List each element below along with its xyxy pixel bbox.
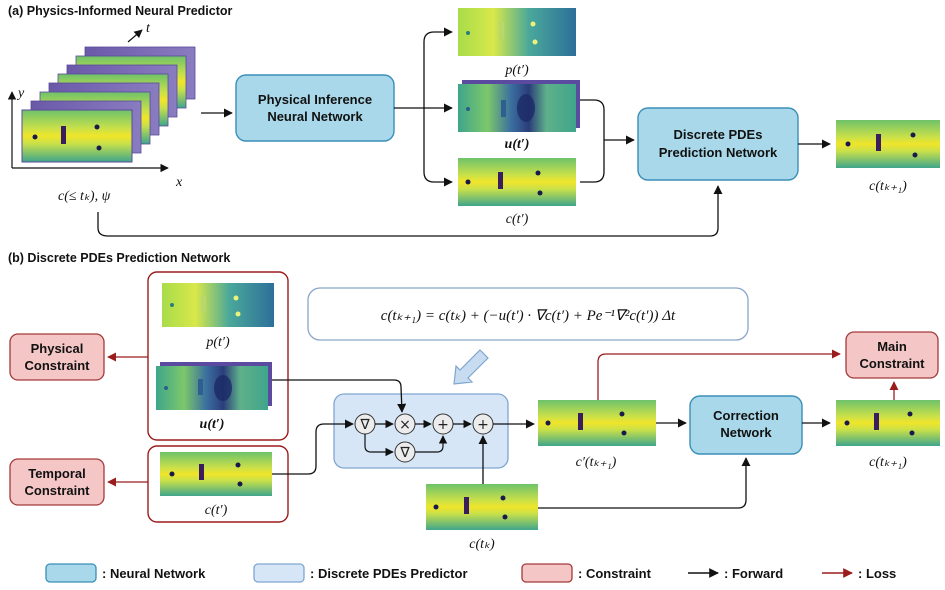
- field-cprime: [538, 400, 656, 446]
- correction-label-line2: Network: [720, 425, 772, 440]
- output-label-a: c(tₖ₊₁): [869, 179, 907, 194]
- u-label-a: u(t′): [505, 137, 530, 152]
- predictor-operators: ∇ × + + ∇: [354, 413, 494, 463]
- input-snapshot-stack: [21, 46, 196, 163]
- predictor-internal-arrows: [364, 419, 472, 457]
- physical-inference-network[interactable]: Physical Inference Neural Network: [235, 74, 395, 142]
- ck-label: c(tₖ): [469, 537, 495, 552]
- legend-constraint-swatch: [521, 563, 573, 583]
- axis-y-label: y: [16, 86, 25, 101]
- temporal-constraint-label-line2: Constraint: [25, 483, 91, 498]
- c-label-a: c(t′): [506, 212, 529, 227]
- section-a-title: (a) Physics-Informed Neural Predictor: [8, 4, 233, 18]
- equation-hint-arrow: [453, 349, 489, 385]
- temporal-constraint-box[interactable]: Temporal Constraint: [9, 458, 105, 506]
- input-axes: t y x: [7, 21, 183, 190]
- field-p-b: [162, 283, 274, 327]
- physical-constraint-label-line1: Physical: [31, 341, 84, 356]
- section-b-title: (b) Discrete PDEs Prediction Network: [8, 251, 230, 265]
- loss-arrow-cprime-main: [597, 349, 841, 400]
- u-label-b: u(t′): [200, 417, 225, 432]
- merge-arrows-a: [580, 99, 635, 183]
- field-ck: [426, 484, 538, 530]
- legend-predictor-label: : Discrete PDEs Predictor: [310, 566, 468, 581]
- temporal-constraint-label-line1: Temporal: [28, 466, 86, 481]
- field-u-b: [156, 362, 272, 410]
- legend-constraint-label: : Constraint: [578, 566, 652, 581]
- input-label: c(≤ tₖ), ψ: [58, 189, 111, 204]
- field-output-b: [836, 400, 940, 446]
- p-label-b: p(t′): [205, 335, 230, 350]
- arrow-c-to-grad: [272, 419, 354, 475]
- physical-inference-label-line2: Neural Network: [267, 109, 363, 124]
- arrow-ck-to-correction: [538, 457, 751, 509]
- output-label-b: c(tₖ₊₁): [869, 455, 907, 470]
- c-label-b: c(t′): [205, 503, 228, 518]
- op-laplacian: ∇: [399, 445, 410, 461]
- discrete-pdes-predictor[interactable]: [333, 393, 509, 469]
- field-p-a: [458, 8, 576, 56]
- p-label-a: p(t′): [504, 63, 529, 78]
- cprime-label: c′(tₖ₊₁): [576, 455, 617, 470]
- inference-branches: [394, 27, 453, 187]
- discrete-pdes-network[interactable]: Discrete PDEs Prediction Network: [637, 107, 799, 181]
- op-plus-1: +: [437, 417, 449, 433]
- correction-label-line1: Correction: [713, 408, 779, 423]
- arrow-u-to-times: [272, 379, 407, 413]
- legend-neural-swatch: [45, 563, 97, 583]
- axis-x-label: x: [175, 175, 183, 190]
- op-times: ×: [399, 417, 411, 433]
- field-c-a: [458, 158, 576, 206]
- axis-t-label: t: [146, 21, 151, 36]
- temporal-constraint-group: [147, 445, 289, 523]
- legend: : Neural Network : Discrete PDEs Predict…: [45, 563, 896, 583]
- discrete-pdes-label-line1: Discrete PDEs: [674, 127, 763, 142]
- legend-forward-label: : Forward: [724, 566, 783, 581]
- arrow-skip-input-to-pdes: [97, 185, 723, 237]
- legend-predictor-swatch: [253, 563, 305, 583]
- physical-constraint-group: [147, 271, 289, 441]
- discrete-pdes-label-line2: Prediction Network: [659, 145, 778, 160]
- main-constraint-box[interactable]: Main Constraint: [845, 331, 939, 379]
- field-c-b: [160, 452, 272, 496]
- physical-constraint-box[interactable]: Physical Constraint: [9, 333, 105, 381]
- field-u-a: [458, 80, 580, 132]
- physical-inference-label-line1: Physical Inference: [258, 92, 372, 107]
- correction-network[interactable]: Correction Network: [689, 395, 803, 455]
- physical-constraint-label-line2: Constraint: [25, 358, 91, 373]
- legend-neural-label: : Neural Network: [102, 566, 206, 581]
- legend-loss-label: : Loss: [858, 566, 896, 581]
- main-constraint-label-line1: Main: [877, 339, 907, 354]
- field-output-a: [836, 120, 940, 168]
- equation-box: c(tₖ₊₁) = c(tₖ) + (−u(t′) · ∇c(t′) + Pe⁻…: [307, 287, 749, 341]
- main-constraint-label-line2: Constraint: [860, 356, 926, 371]
- op-plus-2: +: [477, 417, 489, 433]
- op-grad: ∇: [359, 417, 370, 433]
- update-equation: c(tₖ₊₁) = c(tₖ) + (−u(t′) · ∇c(t′) + Pe⁻…: [381, 308, 676, 324]
